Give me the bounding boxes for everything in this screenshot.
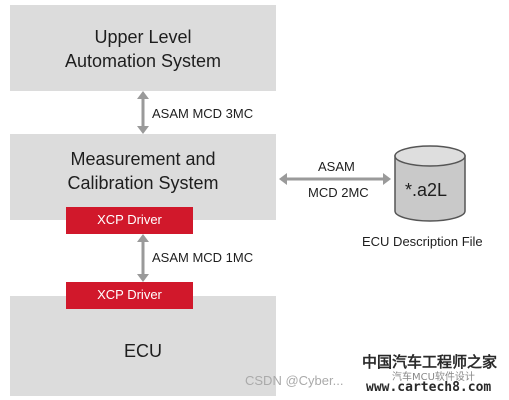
database-cylinder-icon bbox=[394, 145, 466, 222]
top-arrow-label: ASAM MCD 3MC bbox=[152, 106, 254, 121]
upper-level-automation-box: Upper Level Automation System bbox=[10, 5, 276, 91]
side-double-arrow bbox=[279, 173, 391, 185]
mc-system-title-line2: Calibration System bbox=[67, 173, 219, 193]
upper-level-title-line2: Automation System bbox=[64, 51, 222, 71]
ecu-box: ECU bbox=[10, 296, 276, 396]
middle-double-arrow bbox=[137, 234, 149, 282]
ecu-title: ECU bbox=[123, 341, 162, 361]
database-label: *.a2L bbox=[405, 180, 448, 200]
mc-system-title-line1: Measurement and bbox=[70, 149, 216, 169]
measurement-calibration-box: Measurement and Calibration System bbox=[10, 134, 276, 220]
watermark-csdn: CSDN @Cyber... bbox=[245, 373, 344, 388]
side-arrow-label-line1: ASAM bbox=[318, 159, 355, 174]
watermark-url: www.cartech8.com bbox=[366, 380, 492, 395]
middle-arrow-label: ASAM MCD 1MC bbox=[152, 250, 254, 265]
xcp-driver-bottom: XCP Driver bbox=[66, 282, 193, 309]
watermark-cn: 中国汽车工程师之家 bbox=[362, 353, 498, 371]
top-double-arrow bbox=[137, 91, 149, 134]
database-caption: ECU Description File bbox=[362, 234, 483, 249]
xcp-driver-top: XCP Driver bbox=[66, 207, 193, 234]
side-arrow-label-line2: MCD 2MC bbox=[308, 185, 369, 200]
upper-level-title-line1: Upper Level bbox=[94, 27, 192, 47]
watermark-overlay: 汽车MCU软件设计 bbox=[392, 372, 475, 383]
